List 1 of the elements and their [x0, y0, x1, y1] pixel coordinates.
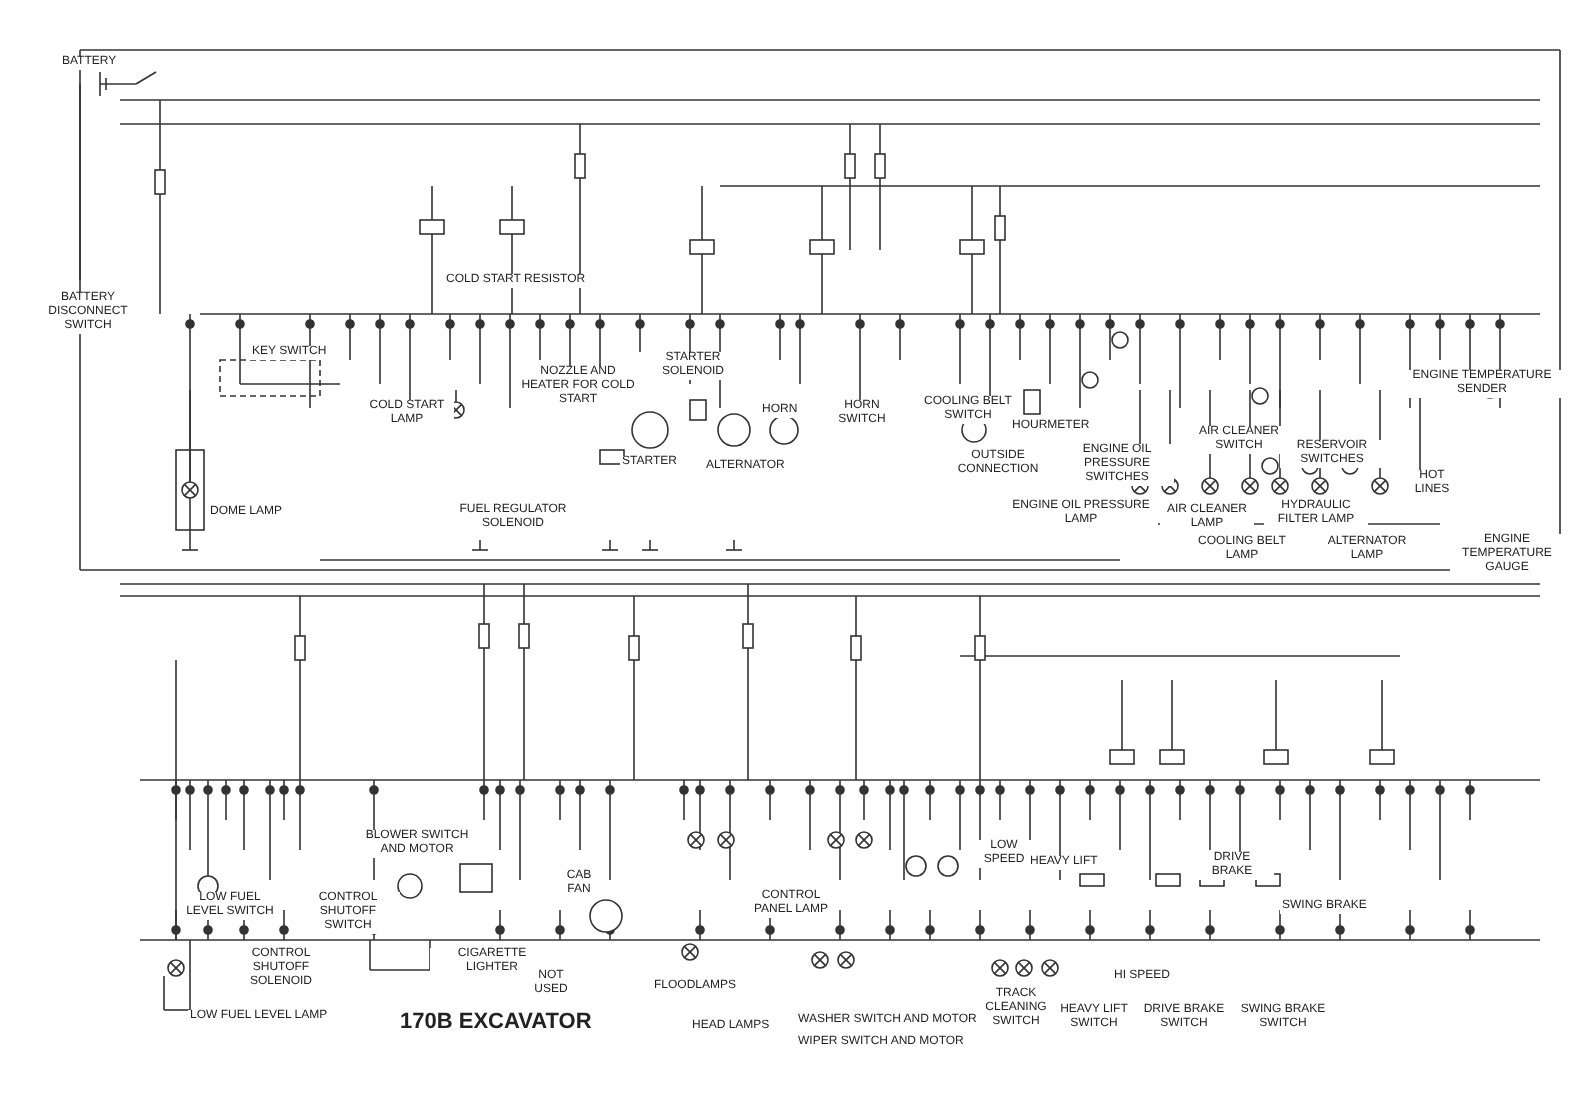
diagram-title: 170B EXCAVATOR: [400, 1010, 592, 1034]
